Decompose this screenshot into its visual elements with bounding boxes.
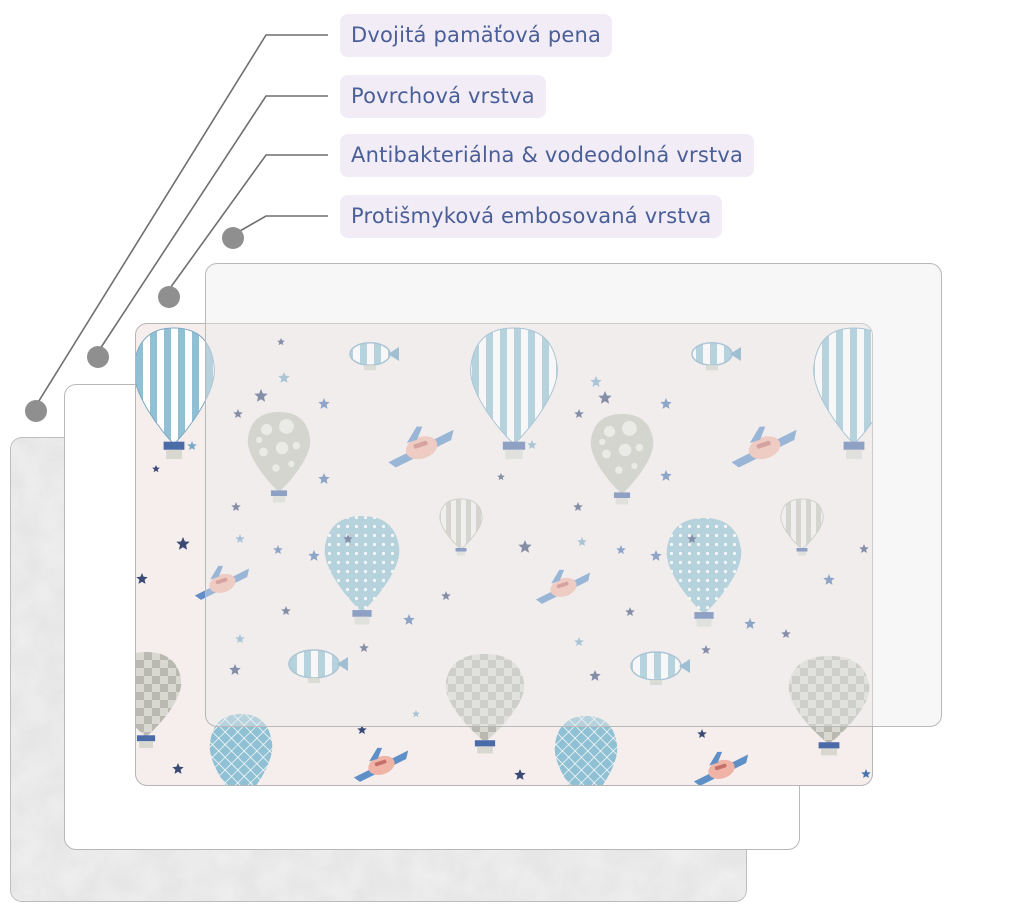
star-icon [687,534,697,543]
label-anti-slip-layer: Protišmyková embosovaná vrstva [340,195,723,238]
hot-air-balloon-icon [666,518,742,627]
hot-air-balloon-icon [445,654,525,754]
star-icon [781,629,791,638]
star-icon [152,465,160,473]
airplane-icon [388,426,454,468]
star-icon [625,607,635,616]
star-icon [527,440,537,449]
star-icon [231,502,241,511]
star-icon [598,391,612,404]
label-antibacterial-layer: Antibakteriálna & vodeodolná vrstva [340,134,755,177]
hot-air-balloon-icon [554,716,618,785]
star-icon [744,618,756,629]
star-icon [229,664,241,675]
hot-air-balloon-icon [136,327,215,460]
star-icon [412,710,420,718]
star-icon [589,670,601,681]
connector-dot-surface [87,346,109,368]
star-icon [281,606,291,615]
star-icon [861,769,871,778]
star-icon [823,574,835,585]
hot-air-balloon-icon [439,498,483,556]
star-icon [859,544,869,553]
star-icon [616,545,626,554]
star-icon [233,409,243,418]
star-icon [359,643,369,652]
airplane-icon [731,426,797,468]
star-icon [518,540,532,553]
hot-air-balloon-icon [324,516,400,625]
star-icon [357,725,367,734]
airplane-icon [353,747,409,782]
hot-air-balloon-icon [813,327,872,460]
star-icon [660,398,672,409]
star-icon [514,769,526,780]
airship-icon [691,342,741,371]
star-icon [590,376,602,387]
airplane-icon [194,565,250,600]
star-icon [136,573,148,584]
connector-dot-antibacterial [158,286,180,308]
hot-air-balloon-icon [590,414,654,505]
airship-icon [349,342,399,371]
antibacterial-waterproof-layer [205,263,942,727]
connector-dot-memory-foam [25,400,47,422]
hot-air-balloon-icon [247,412,311,503]
star-icon [697,729,707,738]
hot-air-balloon-icon [788,656,870,756]
airship-icon [630,651,690,685]
star-icon [660,470,672,481]
connector-dot-anti-slip [222,227,244,249]
hot-air-balloon-icon [136,652,182,749]
star-icon [441,591,451,600]
star-icon [650,550,662,561]
airplane-icon [693,751,749,785]
hot-air-balloon-icon [780,498,824,556]
star-icon [577,537,587,546]
star-icon [176,537,190,550]
star-icon [403,614,415,625]
star-icon [273,545,283,554]
star-icon [574,409,584,418]
star-icon [235,534,245,543]
star-icon [343,534,353,543]
star-icon [574,637,584,646]
star-icon [235,634,245,643]
star-icon [318,473,330,484]
connector-anti-slip [232,215,328,236]
airplane-icon [535,569,591,604]
balloon-pattern [136,327,872,785]
airship-icon [288,649,348,683]
star-icon [497,473,505,481]
hot-air-balloon-icon [209,714,273,785]
star-icon [573,502,583,511]
star-icon [701,645,711,654]
star-icon [172,763,184,774]
label-surface-layer: Povrchová vrstva [340,75,546,118]
star-icon [187,441,197,450]
hot-air-balloon-icon [470,327,558,460]
star-icon [308,550,320,561]
label-memory-foam: Dvojitá pamäťová pena [340,14,613,57]
